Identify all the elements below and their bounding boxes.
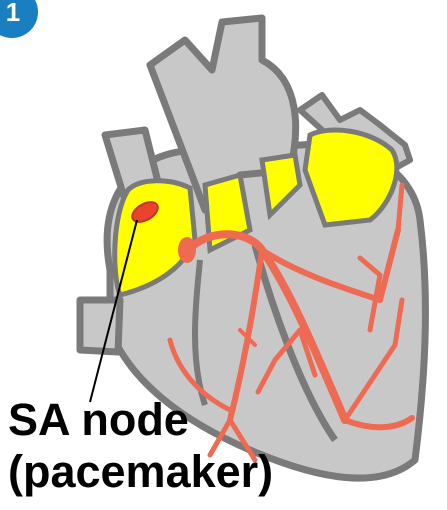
left-atrium — [305, 130, 397, 225]
sa-node-label: SA node — [8, 396, 189, 444]
pacemaker-label: (pacemaker) — [8, 448, 273, 496]
av-node — [178, 237, 196, 263]
